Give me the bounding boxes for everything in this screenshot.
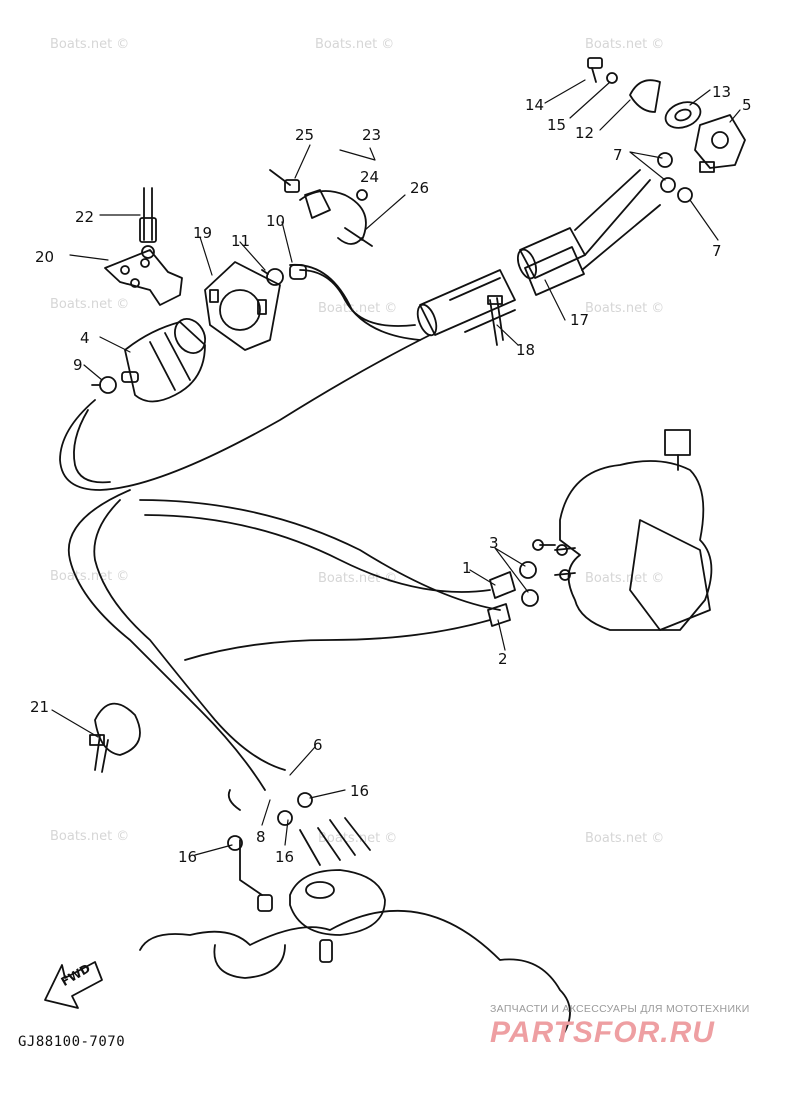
callout-6: 6 xyxy=(313,736,323,754)
callout-9: 9 xyxy=(73,356,83,374)
watermark: Boats.net © xyxy=(585,831,664,846)
hose-end xyxy=(487,571,516,627)
watermarks: Boats.net © Boats.net © Boats.net © Boat… xyxy=(50,37,664,846)
nut xyxy=(664,101,702,129)
cable-tie xyxy=(89,702,141,773)
callout-12: 12 xyxy=(575,124,594,142)
hose-clamp xyxy=(269,169,373,247)
fwd-arrow-icon xyxy=(44,961,103,1009)
screw xyxy=(587,57,618,84)
watermark: Boats.net © xyxy=(50,297,129,312)
engine-outline xyxy=(539,429,713,631)
bolt xyxy=(139,187,157,259)
fuel-hoses xyxy=(59,264,501,896)
callout-17: 17 xyxy=(570,311,589,329)
diagram-code: GJ88100-7070 xyxy=(18,1034,126,1050)
callout-23: 23 xyxy=(362,126,381,144)
callout-14: 14 xyxy=(525,96,544,114)
watermark: Boats.net © xyxy=(50,569,129,584)
fuel-cock xyxy=(694,114,746,173)
callout-7: 7 xyxy=(613,146,623,164)
plate xyxy=(629,79,661,113)
callout-1: 1 xyxy=(462,559,472,577)
callout-10: 10 xyxy=(266,212,285,230)
callout-8: 8 xyxy=(256,828,266,846)
callout-22: 22 xyxy=(75,208,94,226)
watermark: Boats.net © xyxy=(585,301,664,316)
bracket-plate xyxy=(104,249,183,306)
callout-16: 16 xyxy=(178,848,197,866)
callout-24: 24 xyxy=(360,168,379,186)
callout-18: 18 xyxy=(516,341,535,359)
callout-2: 2 xyxy=(498,650,508,668)
callout-4: 4 xyxy=(80,329,90,347)
callout-3: 3 xyxy=(489,534,499,552)
callout-25: 25 xyxy=(295,126,314,144)
hose-sleeve xyxy=(416,169,661,337)
callout-7: 7 xyxy=(712,242,722,260)
callout-5: 5 xyxy=(742,96,752,114)
brand-logo: PARTSFOR.RU xyxy=(490,1016,715,1049)
watermark: Boats.net © xyxy=(50,37,129,52)
callout-labels: 1 2 3 4 5 6 7 7 8 9 10 11 12 13 14 15 16… xyxy=(30,83,752,866)
callout-16: 16 xyxy=(275,848,294,866)
watermark: Boats.net © xyxy=(50,829,129,844)
leader-lines xyxy=(51,79,741,856)
watermark: Boats.net © xyxy=(585,571,664,586)
filter-bracket xyxy=(204,261,281,351)
brand-tagline: ЗАПЧАСТИ И АКСЕССУАРЫ ДЛЯ МОТОТЕХНИКИ xyxy=(490,1003,750,1015)
cable-tie xyxy=(487,295,504,346)
fuel-tank xyxy=(139,792,571,1041)
hose-clips xyxy=(657,152,693,203)
hose-clips xyxy=(519,539,571,607)
watermark: Boats.net © xyxy=(318,571,397,586)
watermark: Boats.net © xyxy=(315,37,394,52)
callout-21: 21 xyxy=(30,698,49,716)
watermark: Boats.net © xyxy=(318,301,397,316)
callout-20: 20 xyxy=(35,248,54,266)
callout-15: 15 xyxy=(547,116,566,134)
watermark: Boats.net © xyxy=(585,37,664,52)
watermark: Boats.net © xyxy=(318,831,397,846)
callout-11: 11 xyxy=(231,232,250,250)
callout-16: 16 xyxy=(350,782,369,800)
hose-clips xyxy=(91,264,307,394)
callout-19: 19 xyxy=(193,224,212,242)
fuel-filter xyxy=(121,318,206,403)
callout-13: 13 xyxy=(712,83,731,101)
callout-26: 26 xyxy=(410,179,429,197)
